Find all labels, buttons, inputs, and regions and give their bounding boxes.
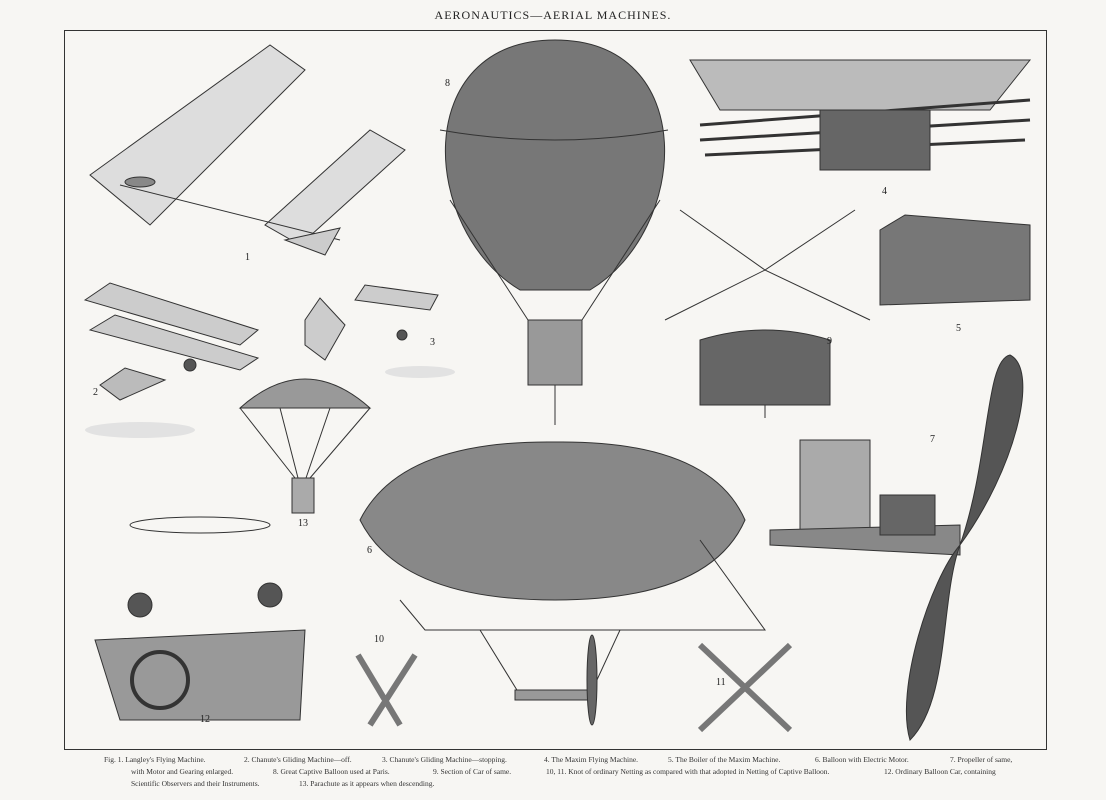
electric-balloon-illustration: [359, 441, 766, 726]
caption: 7. Propeller of same,: [950, 755, 1013, 764]
langley-flying-machine-illustration: [89, 44, 406, 256]
plate-title: AERONAUTICS—AERIAL MACHINES.: [434, 8, 672, 22]
maxim-boiler-illustration: [879, 214, 1031, 306]
caption: 6. Balloon with Electric Motor.: [815, 755, 909, 764]
caption: 5. The Boiler of the Maxim Machine.: [668, 755, 781, 764]
figure-number-2: 2: [93, 387, 98, 398]
plate-frame: [64, 30, 1047, 750]
caption: 9. Section of Car of same.: [433, 767, 512, 776]
caption: 8. Great Captive Balloon used at Paris.: [273, 767, 390, 776]
figure-number-13: 13: [298, 518, 308, 529]
caption: Scientific Observers and their Instrumen…: [131, 779, 260, 788]
maxim-flying-machine-illustration: [689, 59, 1032, 171]
figure-number-1: 1: [245, 252, 250, 263]
figure-number-10: 10: [374, 634, 384, 645]
caption: with Motor and Gearing enlarged.: [131, 767, 234, 776]
figure-number-3: 3: [430, 337, 435, 348]
balloon-car-basket-illustration: [94, 516, 306, 721]
figure-number-7: 7: [930, 434, 935, 445]
caption: 4. The Maxim Flying Machine.: [544, 755, 639, 764]
figure-number-4: 4: [882, 186, 887, 197]
figure-number-5: 5: [956, 323, 961, 334]
caption: 13. Parachute as it appears when descend…: [299, 779, 435, 788]
caption: 3. Chanute's Gliding Machine—stopping.: [382, 755, 507, 764]
propeller-motor-illustration: [769, 354, 1024, 741]
chanute-glider-off-illustration: [83, 282, 260, 438]
car-section-illustration: [664, 209, 871, 418]
caption: Fig. 1. Langley's Flying Machine.: [104, 755, 206, 764]
netting-knot-illustration: [355, 642, 793, 733]
figure-number-6: 6: [367, 545, 372, 556]
figure-number-11: 11: [716, 677, 726, 688]
figure-number-12: 12: [200, 714, 210, 725]
caption: 2. Chanute's Gliding Machine—off.: [244, 755, 352, 764]
captive-balloon-illustration: [439, 39, 669, 425]
chanute-glider-stopping-illustration: [304, 284, 455, 378]
figure-number-9: 9: [827, 336, 832, 347]
figure-number-8: 8: [445, 78, 450, 89]
parachute-illustration: [238, 378, 372, 514]
caption: 12. Ordinary Balloon Car, containing: [884, 767, 996, 776]
caption: 10, 11. Knot of ordinary Netting as comp…: [546, 767, 830, 776]
